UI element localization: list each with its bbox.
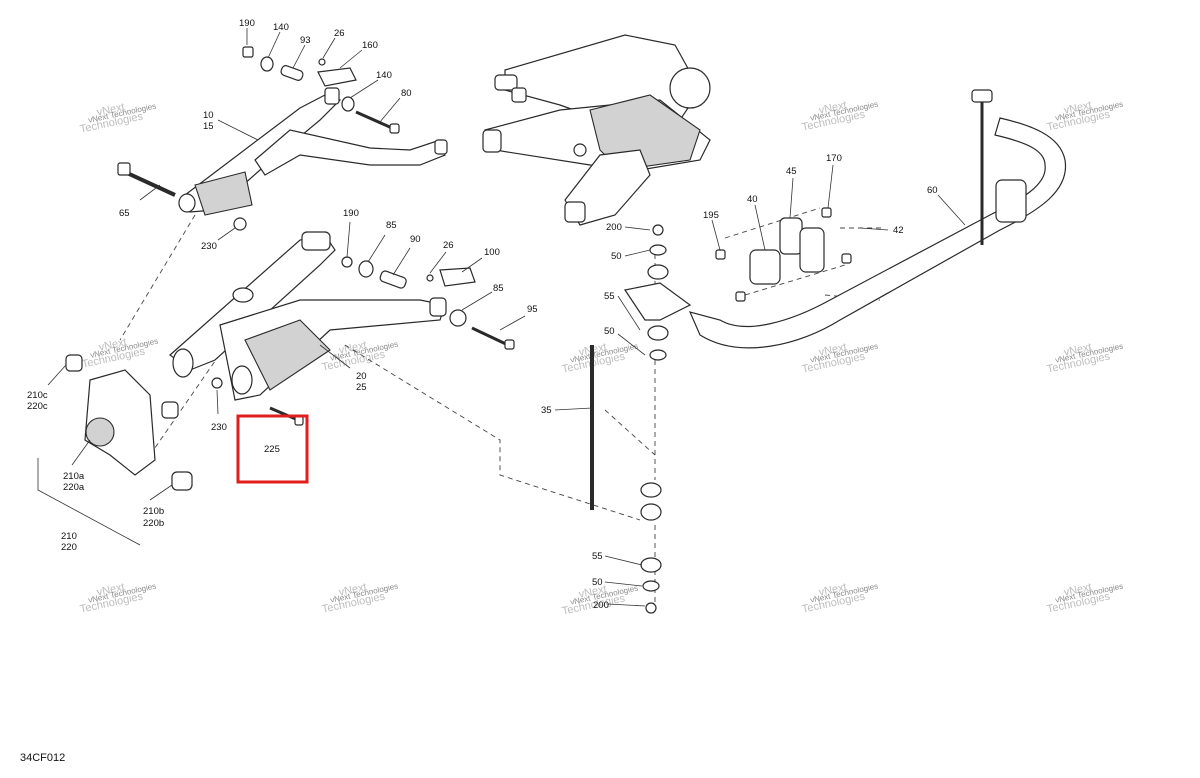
- callout-85: 85: [493, 283, 504, 294]
- svg-text:vNext: vNext: [1063, 581, 1093, 599]
- callout-200: 200: [593, 600, 609, 611]
- callout-95: 95: [527, 304, 538, 315]
- callout-220a: 220a: [63, 482, 85, 493]
- svg-text:vNext: vNext: [96, 581, 126, 599]
- callout-200: 200: [606, 222, 622, 233]
- svg-text:vNext: vNext: [818, 341, 848, 359]
- knuckle-assembly: [65, 354, 193, 491]
- callout-220: 220: [61, 542, 77, 553]
- watermark: vNext Technologies vNext Technologies: [81, 336, 159, 370]
- callout-90: 90: [410, 234, 421, 245]
- watermark: vNext Technologies vNext Technologies: [801, 99, 879, 133]
- callout-50: 50: [592, 577, 603, 588]
- callout-40: 40: [747, 194, 758, 205]
- svg-text:vNext: vNext: [578, 583, 608, 601]
- watermark: vNext Technologies vNext Technologies: [561, 341, 639, 375]
- svg-text:vNext: vNext: [338, 581, 368, 599]
- callout-42: 42: [893, 225, 904, 236]
- callout-labels: 190 140 93 26 160 140 80 10 15 65 230 19…: [27, 18, 938, 611]
- upper-arm-hardware: [242, 46, 400, 134]
- svg-text:vNext: vNext: [96, 101, 126, 119]
- callout-10: 10: [203, 110, 214, 121]
- callout-160: 160: [362, 40, 378, 51]
- lower-a-arm: [169, 231, 447, 401]
- callout-220c: 220c: [27, 401, 48, 412]
- svg-text:vNext: vNext: [818, 99, 848, 117]
- callout-55: 55: [592, 551, 603, 562]
- callout-55: 55: [604, 291, 615, 302]
- watermark: vNext Technologies vNext Technologies: [801, 581, 879, 615]
- callout-25: 25: [356, 382, 367, 393]
- watermark: vNext Technologies vNext Technologies: [321, 581, 399, 615]
- watermark: vNext Technologies vNext Technologies: [1046, 99, 1124, 133]
- sway-bar-link: [590, 224, 692, 614]
- watermark: vNext Technologies vNext Technologies: [1046, 341, 1124, 375]
- callout-15: 15: [203, 121, 214, 132]
- upper-a-arm: [117, 87, 448, 231]
- callout-225: 225: [264, 444, 280, 455]
- watermark: vNext Technologies vNext Technologies: [561, 583, 639, 617]
- callout-80: 80: [401, 88, 412, 99]
- callout-210: 210: [61, 531, 77, 542]
- callout-140: 140: [376, 70, 392, 81]
- callout-93: 93: [300, 35, 311, 46]
- callout-190: 190: [343, 208, 359, 219]
- watermark: vNext Technologies vNext Technologies: [801, 341, 879, 375]
- highlight-box: [236, 414, 309, 484]
- watermark: vNext Technologies vNext Technologies: [79, 101, 157, 135]
- callout-190: 190: [239, 18, 255, 29]
- sway-bar: [688, 89, 1067, 349]
- watermarks: vNext Technologies vNext Technologies vN…: [79, 99, 1124, 617]
- callout-65: 65: [119, 208, 130, 219]
- callout-230: 230: [201, 241, 217, 252]
- callout-60: 60: [927, 185, 938, 196]
- callout-50: 50: [611, 251, 622, 262]
- callout-45: 45: [786, 166, 797, 177]
- callout-26: 26: [443, 240, 454, 251]
- figure-id: 34CF012: [20, 752, 66, 764]
- watermark: vNext Technologies vNext Technologies: [79, 581, 157, 615]
- watermark: vNext Technologies vNext Technologies: [1046, 581, 1124, 615]
- callout-170: 170: [826, 153, 842, 164]
- callout-210a: 210a: [63, 471, 85, 482]
- svg-text:vNext: vNext: [338, 339, 368, 357]
- frame-assembly: [482, 34, 711, 226]
- svg-text:vNext: vNext: [98, 336, 128, 354]
- leader-lines: [37, 28, 966, 607]
- callout-210c: 210c: [27, 390, 48, 401]
- svg-text:vNext: vNext: [818, 581, 848, 599]
- callout-195: 195: [703, 210, 719, 221]
- callout-210b: 210b: [143, 506, 164, 517]
- callout-220b: 220b: [143, 518, 164, 529]
- svg-text:vNext: vNext: [1063, 341, 1093, 359]
- lower-arm-hardware: [269, 256, 515, 426]
- callout-26: 26: [334, 28, 345, 39]
- svg-text:vNext: vNext: [1063, 99, 1093, 117]
- callout-50: 50: [604, 326, 615, 337]
- callout-85: 85: [386, 220, 397, 231]
- callout-140: 140: [273, 22, 289, 33]
- callout-35: 35: [541, 405, 552, 416]
- callout-230: 230: [211, 422, 227, 433]
- callout-100: 100: [484, 247, 500, 258]
- callout-20: 20: [356, 371, 367, 382]
